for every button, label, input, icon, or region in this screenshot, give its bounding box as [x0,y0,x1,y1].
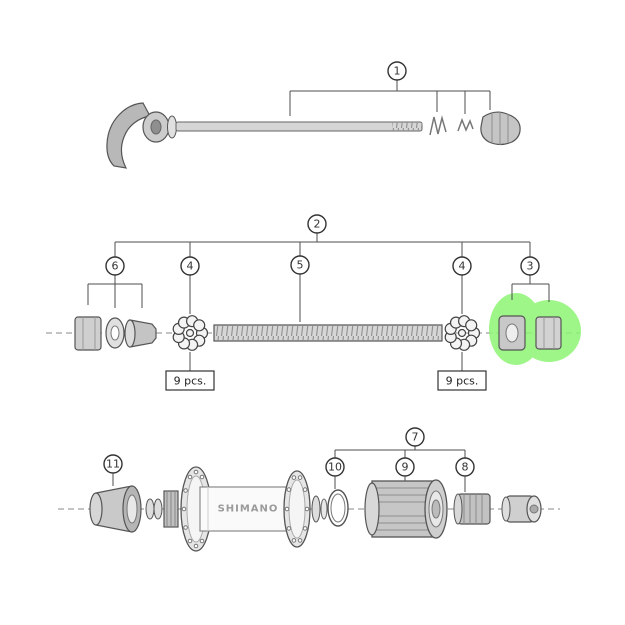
hub-end-rings [311,495,328,523]
callout-9: 9 [395,457,415,477]
skewer-adjusting-nut [480,111,521,146]
hub-right-flange [283,470,311,548]
right-cone-nut [498,315,526,351]
callout-2: 2 [307,214,327,234]
skewer-rod [175,121,423,132]
skewer-spring-large [429,115,447,136]
dust-cap [89,485,142,533]
callout-2-number: 2 [314,218,321,231]
ball-retainer-left [172,315,209,351]
quick-release-assembly: 1 [106,61,521,169]
callout-8: 8 [455,457,475,477]
callout-8-number: 8 [462,461,469,474]
callout-5-number: 5 [297,259,304,272]
pcs-label-right: 9 pcs. [437,370,487,391]
axle [213,324,443,342]
callout-9-number: 9 [402,461,409,474]
axle-end-cap [501,495,542,523]
callout-2-bracket [114,233,531,257]
hub-assembly: 7 10 9 8 11 [58,427,560,552]
hub-spacer-rings [145,498,163,520]
o-ring-seal [327,489,349,527]
callout-6-bracket [87,275,143,308]
callout-10-number: 10 [328,461,342,474]
callout-7-bracket [334,446,466,458]
rotor-mount-splines [163,490,179,528]
hub-shell: SHIMANO [199,486,297,532]
lever-washer [167,115,177,139]
callout-7-number: 7 [412,431,419,444]
callout-6-number: 6 [112,260,119,273]
pcs-label-left: 9 pcs. [165,370,215,391]
freehub-body [364,479,448,539]
right-locknut [535,316,562,350]
callout-4-right-number: 4 [459,260,466,273]
callout-3-number: 3 [527,260,534,273]
callout-3: 3 [520,256,540,276]
lever-pivot-hole [150,119,162,135]
callout-4-left-number: 4 [187,260,194,273]
callout-1-bracket [289,80,491,116]
callout-5: 5 [290,255,310,275]
callout-3-bracket [511,275,550,302]
callout-11-number: 11 [106,458,120,471]
skewer-rod-threads [392,122,422,131]
ball-retainer-right [444,315,481,351]
left-washer [105,317,125,349]
pcs-left-text: 9 pcs. [174,375,207,388]
callout-1-number: 1 [394,65,401,78]
left-cone [124,319,157,348]
brand-logo-text: SHIMANO [218,504,279,515]
left-locknut [74,316,102,351]
pcs-right-text: 9 pcs. [446,375,479,388]
callout-1: 1 [387,61,407,81]
callout-4-left: 4 [180,256,200,276]
skewer-spring-small [457,117,474,132]
callout-10: 10 [325,457,345,477]
callout-11: 11 [103,454,123,474]
hub-spacer [453,493,491,525]
callout-7: 7 [405,427,425,447]
quick-release-lever [106,102,177,169]
callout-4-right: 4 [452,256,472,276]
axle-assembly: 2 6 4 [46,214,581,391]
callout-6: 6 [105,256,125,276]
